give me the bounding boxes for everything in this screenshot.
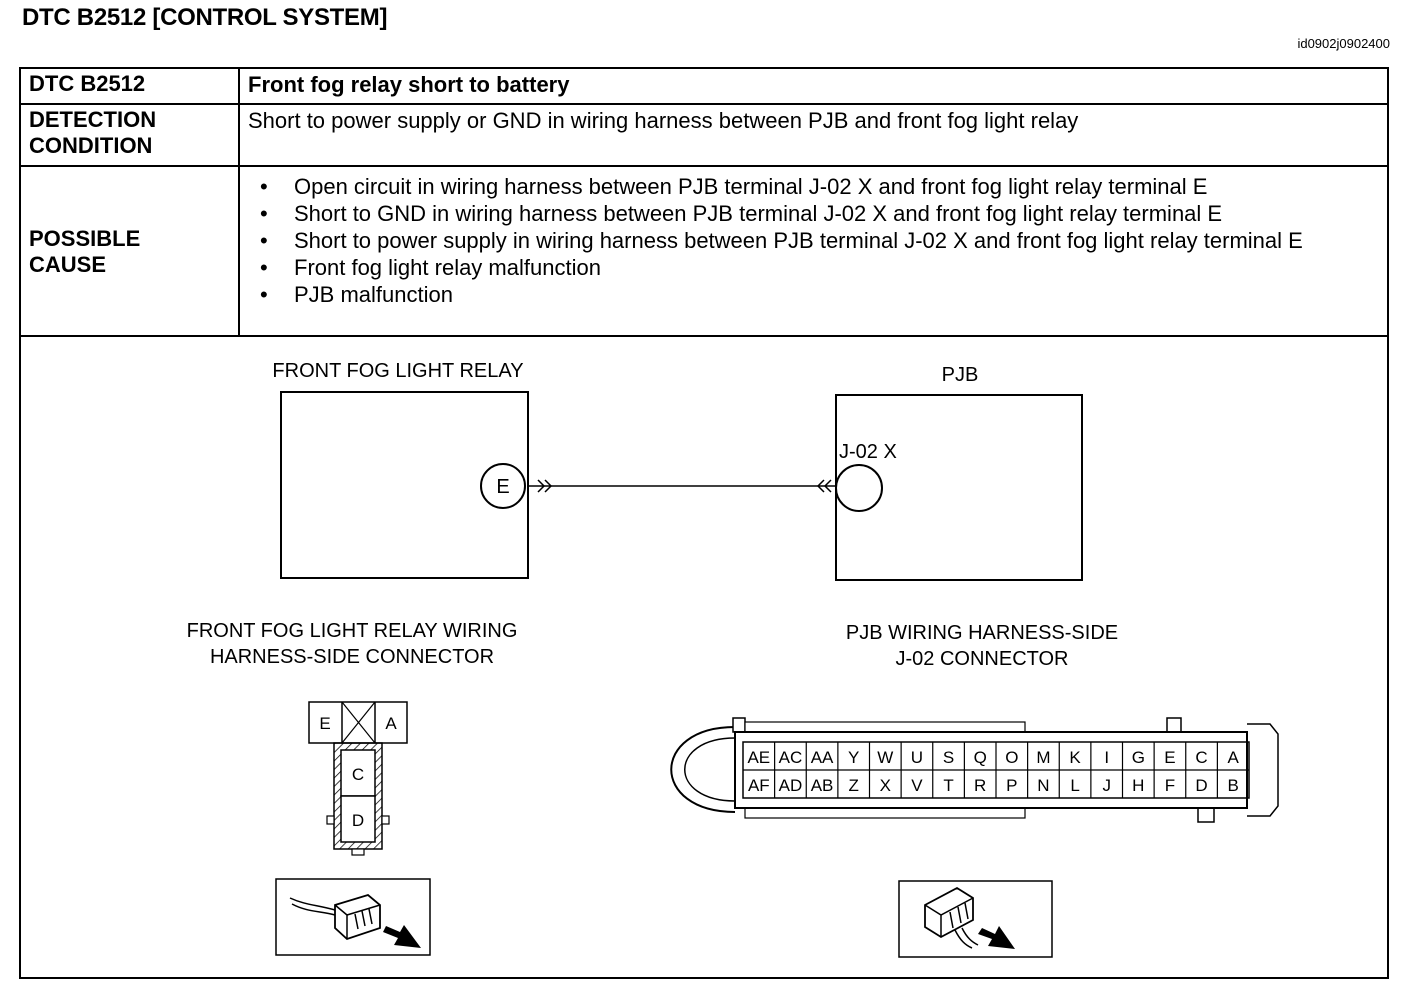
dtc-label: DTC B2512 xyxy=(19,67,240,105)
relay-pin-label: A xyxy=(385,714,397,733)
pjb-terminal-label: J-02 X xyxy=(839,441,897,463)
pjb-pin-label: L xyxy=(1070,776,1079,795)
relay-connector-title-line: FRONT FOG LIGHT RELAY WIRING xyxy=(187,620,518,642)
pjb-pin-label: H xyxy=(1132,776,1144,795)
relay-pin-label: D xyxy=(352,811,364,830)
pjb-pin-label: W xyxy=(877,748,893,767)
pjb-pin-label: Z xyxy=(848,776,858,795)
pjb-pin-label: F xyxy=(1165,776,1175,795)
pjb-terminal-circle xyxy=(835,464,883,512)
cause-item: Short to power supply in wiring harness … xyxy=(260,227,1387,254)
pjb-pin-label: I xyxy=(1104,748,1109,767)
pjb-pin-label: AF xyxy=(748,776,770,795)
pjb-pin-label: AA xyxy=(811,748,834,767)
relay-pin-cavity xyxy=(340,795,376,843)
detection-row: DETECTION CONDITION Short to power suppl… xyxy=(19,103,1389,167)
dtc-value: Front fog relay short to battery xyxy=(238,67,1389,105)
pjb-connector-lock-loop xyxy=(670,726,736,813)
cause-item: Short to GND in wiring harness between P… xyxy=(260,200,1387,227)
cause-item: PJB malfunction xyxy=(260,281,1387,308)
detection-value: Short to power supply or GND in wiring h… xyxy=(238,103,1389,167)
pjb-pin-label: C xyxy=(1195,748,1207,767)
pjb-pin-label: U xyxy=(911,748,923,767)
cause-item: Front fog light relay malfunction xyxy=(260,254,1387,281)
pjb-pin-label: D xyxy=(1195,776,1207,795)
pjb-pin-label: S xyxy=(943,748,954,767)
pjb-pin-label: P xyxy=(1006,776,1017,795)
detection-label-line: CONDITION xyxy=(29,133,153,158)
relay-box xyxy=(280,391,529,579)
pjb-pin-label: AC xyxy=(779,748,803,767)
relay-terminal-label: E xyxy=(496,476,509,498)
pjb-pin-label: J xyxy=(1102,776,1111,795)
relay-pin-cavity xyxy=(340,749,376,797)
relay-terminal-circle xyxy=(480,463,526,509)
pjb-pin-label: K xyxy=(1069,748,1081,767)
pjb-connector-view-icon xyxy=(898,880,1053,958)
pjb-pin-label: A xyxy=(1228,748,1240,767)
pjb-pin-label: O xyxy=(1005,748,1018,767)
pjb-pin-label: T xyxy=(943,776,953,795)
relay-connector: E A C D xyxy=(308,701,408,856)
relay-connector-view-icon xyxy=(275,878,431,956)
relay-connector-title-line: HARNESS-SIDE CONNECTOR xyxy=(210,646,494,668)
image-id: id0902j0902400 xyxy=(1297,36,1390,51)
cause-list: Open circuit in wiring harness between P… xyxy=(248,167,1387,308)
relay-pin-label: E xyxy=(319,714,330,733)
relay-connector-marker-icon xyxy=(537,479,553,493)
pjb-pin-label: N xyxy=(1037,776,1049,795)
pjb-pin-label: M xyxy=(1036,748,1050,767)
cause-label: POSSIBLE CAUSE xyxy=(19,165,240,337)
detection-label-line: DETECTION xyxy=(29,107,157,132)
pjb-pin-label: AB xyxy=(811,776,834,795)
detection-label: DETECTION CONDITION xyxy=(19,103,240,167)
pjb-title: PJB xyxy=(942,364,979,386)
pjb-pin-label: X xyxy=(880,776,891,795)
dtc-row: DTC B2512 Front fog relay short to batte… xyxy=(19,67,1389,105)
pjb-pin-label: AD xyxy=(779,776,803,795)
pjb-connector-title-line: PJB WIRING HARNESS-SIDE xyxy=(846,622,1118,644)
pjb-pin-label: R xyxy=(974,776,986,795)
pjb-connector-marker-icon xyxy=(816,479,832,493)
pjb-pin-label: E xyxy=(1164,748,1175,767)
cause-label-line: CAUSE xyxy=(29,252,107,277)
pjb-grid-lines xyxy=(774,742,1218,798)
pjb-pin-label: B xyxy=(1228,776,1239,795)
pjb-pin-label: AE xyxy=(747,748,770,767)
cause-row: POSSIBLE CAUSE Open circuit in wiring ha… xyxy=(19,165,1389,337)
pjb-pin-label: Y xyxy=(848,748,859,767)
pjb-pin-label: G xyxy=(1132,748,1145,767)
cause-label-line: POSSIBLE xyxy=(29,226,141,251)
pjb-connector-title-line: J-02 CONNECTOR xyxy=(896,648,1069,670)
dtc-info-table: DTC B2512 Front fog relay short to batte… xyxy=(19,67,1389,337)
insertion-arrow-icon xyxy=(383,925,421,948)
pjb-pin-label: Q xyxy=(974,748,987,767)
cause-item: Open circuit in wiring harness between P… xyxy=(260,173,1387,200)
insertion-arrow-icon xyxy=(978,926,1015,949)
pjb-pin-label: V xyxy=(911,776,923,795)
relay-pin-label: C xyxy=(352,765,364,784)
page-title: DTC B2512 [CONTROL SYSTEM] xyxy=(22,4,388,31)
relay-title: FRONT FOG LIGHT RELAY xyxy=(272,360,523,382)
cause-list-cell: Open circuit in wiring harness between P… xyxy=(238,165,1389,337)
